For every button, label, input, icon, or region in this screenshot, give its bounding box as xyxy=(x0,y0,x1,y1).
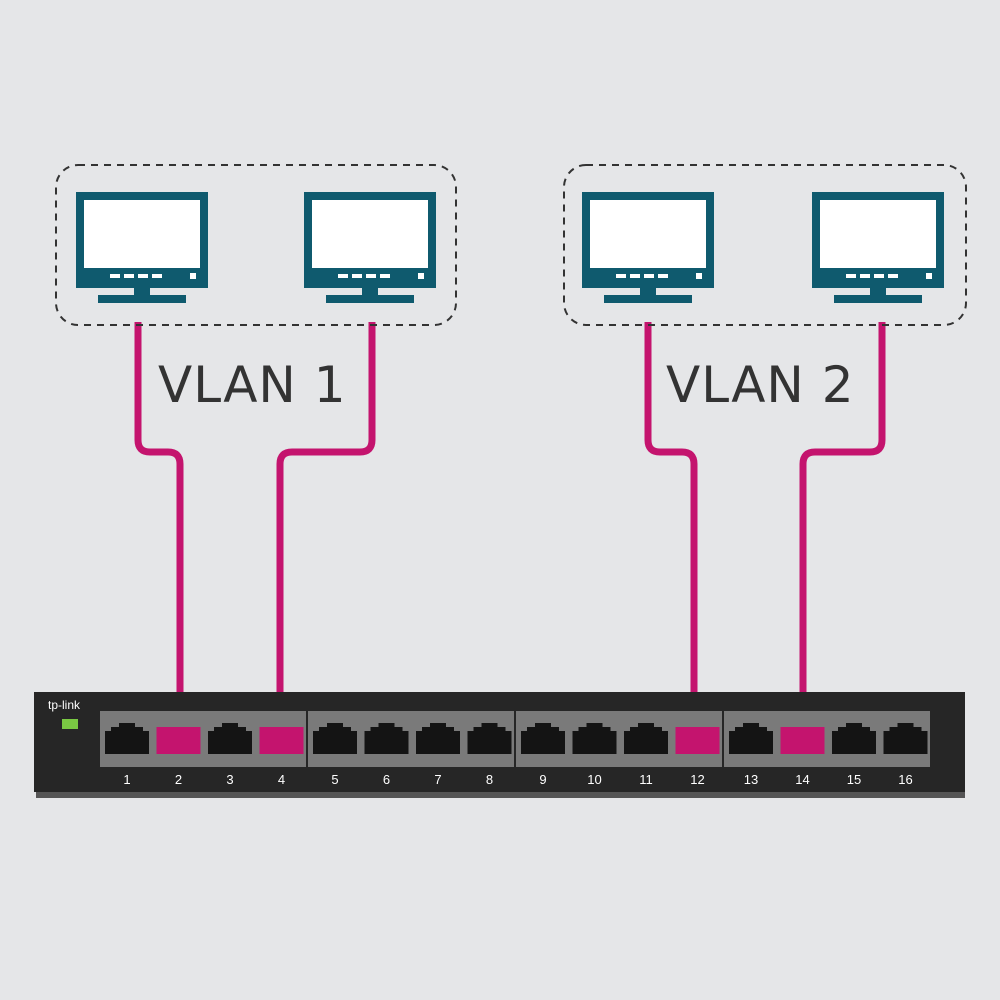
cable-vlan2-a xyxy=(644,322,698,730)
cable-vlan1-b xyxy=(276,322,376,730)
vlan1-dashed-boundary xyxy=(55,164,457,326)
port-number-label: 6 xyxy=(383,772,390,787)
port-number-label: 14 xyxy=(795,772,809,787)
port-number-label: 8 xyxy=(486,772,493,787)
port-number-label: 11 xyxy=(639,772,653,787)
ports xyxy=(105,723,928,754)
port-number-label: 10 xyxy=(587,772,601,787)
ethernet-port-7 xyxy=(416,723,460,754)
ethernet-port-1 xyxy=(105,723,149,754)
port-number-label: 1 xyxy=(123,772,130,787)
ethernet-port-2 xyxy=(156,727,201,754)
port-number-label: 9 xyxy=(539,772,546,787)
monitor-icon xyxy=(582,192,714,303)
ethernet-port-12 xyxy=(675,727,720,754)
cable-vlan2-b xyxy=(799,322,886,730)
power-led xyxy=(62,719,78,729)
port-number-label: 3 xyxy=(226,772,233,787)
ethernet-port-13 xyxy=(729,723,773,754)
vlan-group-2: VLAN 2 xyxy=(563,164,967,414)
monitor-icon xyxy=(76,192,208,303)
ethernet-port-16 xyxy=(883,723,928,754)
port-number-label: 16 xyxy=(898,772,912,787)
ethernet-port-10 xyxy=(572,723,617,754)
cable-vlan1-a xyxy=(134,322,184,730)
ethernet-port-11 xyxy=(624,723,668,754)
vlan-group-1: VLAN 1 xyxy=(55,164,457,414)
port-number-label: 13 xyxy=(744,772,758,787)
port-number-label: 7 xyxy=(434,772,441,787)
port-number-label: 12 xyxy=(690,772,704,787)
brand-logo: tp-link xyxy=(48,698,81,712)
monitor-icon xyxy=(812,192,944,303)
switch-shadow xyxy=(36,790,965,798)
port-number-label: 5 xyxy=(331,772,338,787)
port-number-label: 15 xyxy=(847,772,861,787)
ethernet-port-9 xyxy=(521,723,565,754)
ethernet-port-5 xyxy=(313,723,357,754)
ethernet-port-15 xyxy=(832,723,876,754)
monitor-icon xyxy=(304,192,436,303)
vlan2-dashed-boundary xyxy=(563,164,967,326)
vlan-1-label: VLAN 1 xyxy=(158,356,347,414)
ethernet-port-14 xyxy=(780,727,825,754)
port-number-label: 4 xyxy=(278,772,285,787)
vlan-2-label: VLAN 2 xyxy=(666,356,855,414)
ethernet-port-6 xyxy=(364,723,409,754)
cables xyxy=(134,322,886,730)
port-number-label: 2 xyxy=(175,772,182,787)
ethernet-port-3 xyxy=(208,723,252,754)
ethernet-port-4 xyxy=(259,727,304,754)
ethernet-port-8 xyxy=(467,723,512,754)
